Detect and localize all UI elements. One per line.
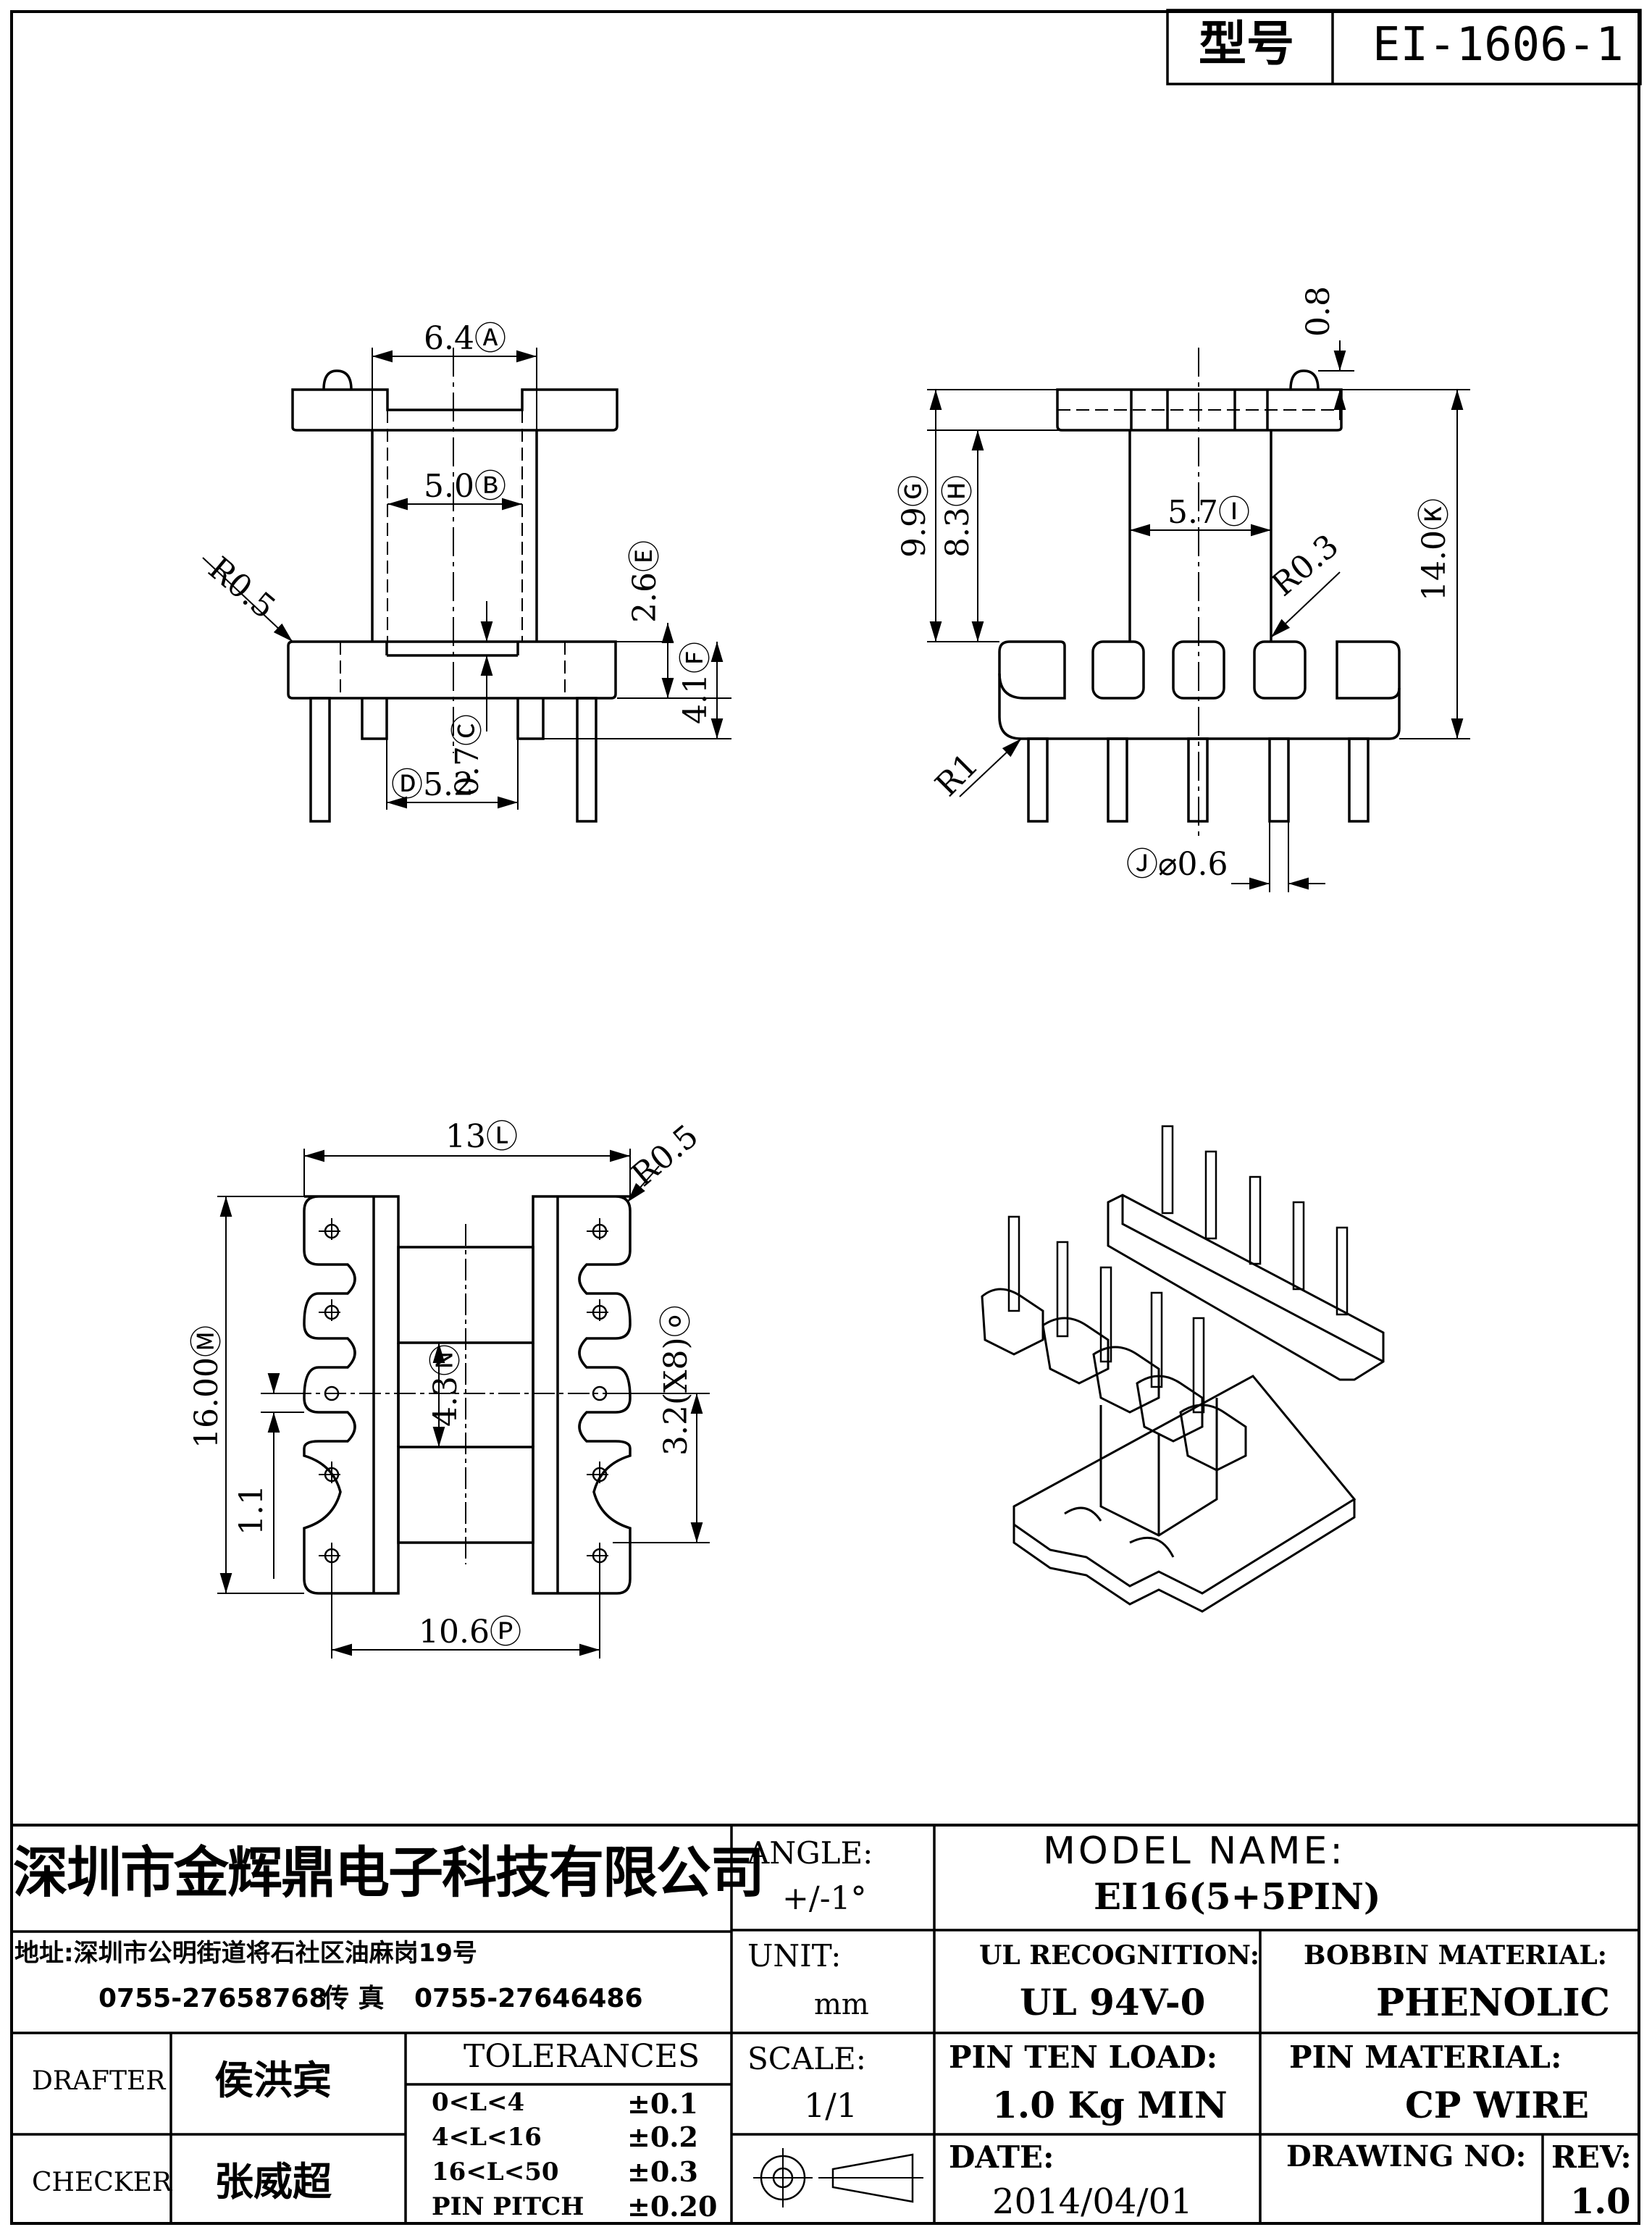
tolerance-range: 16<L<50	[432, 2158, 559, 2186]
tolerance-value: ±0.1	[627, 2087, 698, 2120]
drawing-frame	[10, 10, 1640, 2225]
dim-p11-label: 1.1	[233, 1485, 270, 1535]
dim-p-label: 10.6Ⓟ	[419, 1614, 521, 1651]
date-value: 2014/04/01	[992, 2181, 1193, 2222]
dim-r05-label: R0.5	[201, 550, 282, 626]
pin-material-label: PIN MATERIAL:	[1289, 2039, 1562, 2075]
front-view	[287, 369, 619, 823]
side-view-dimensions	[927, 340, 1470, 892]
dim-r1-label: R1	[928, 746, 986, 803]
dim-b-label: 5.0Ⓑ	[424, 468, 506, 505]
checker-name: 张威超	[214, 2159, 332, 2205]
bobbin-material-label: BOBBIN MATERIAL:	[1304, 1940, 1607, 1971]
dim-k-label: 14.0Ⓚ	[1416, 498, 1453, 601]
model-name-value: EI16(5+5PIN)	[1094, 1875, 1381, 1918]
dim-l-label: 13Ⓛ	[445, 1118, 518, 1155]
dim-m-label: 16.00Ⓜ	[188, 1325, 225, 1448]
front-view-dimensions	[202, 348, 731, 810]
drafter-label: DRAFTER	[32, 2066, 166, 2096]
model-label: 型号	[1199, 16, 1294, 72]
scale-value: 1/1	[804, 2086, 858, 2125]
tolerance-value: ±0.2	[627, 2121, 698, 2153]
rev-label: REV:	[1551, 2139, 1632, 2175]
tolerance-range: 0<L<4	[432, 2088, 525, 2117]
dim-i-label: 5.7Ⓘ	[1167, 494, 1250, 531]
fax-label: 传 真	[323, 1984, 385, 2013]
dim-j-label: Ⓙ⌀0.6	[1126, 846, 1228, 883]
isometric-view	[981, 1125, 1385, 1613]
pin-ten-load-value: 1.0 Kg MIN	[992, 2084, 1228, 2126]
scale-label: SCALE:	[747, 2041, 866, 2076]
tolerance-value: ±0.3	[627, 2155, 698, 2188]
dim-h-label: 8.3Ⓗ	[939, 475, 976, 558]
dim-top08-label: 0.8	[1300, 286, 1337, 337]
header-box	[1166, 9, 1642, 85]
dim-n-label: 4.3Ⓝ	[427, 1344, 464, 1427]
company-address: 地址:深圳市公明街道将石社区油麻岗19号	[14, 1939, 477, 1968]
drafter-name: 侯洪宾	[214, 2058, 332, 2103]
bottom-view-dimensions	[217, 1149, 710, 1659]
model-value: EI-1606-1	[1372, 18, 1624, 72]
pin-ten-load-label: PIN TEN LOAD:	[949, 2039, 1218, 2075]
title-block-grid	[10, 1824, 1640, 2225]
pin-material-value: CP WIRE	[1405, 2084, 1590, 2126]
bobbin-material-value: PHENOLIC	[1376, 1981, 1610, 2025]
dim-d-label: Ⓓ5.2	[391, 766, 474, 803]
company-phone: 0755-27658768	[98, 1984, 327, 2013]
unit-label: UNIT:	[747, 1938, 842, 1974]
tolerance-range: 4<L<16	[432, 2123, 542, 2152]
drawing-no-label: DRAWING NO:	[1286, 2139, 1527, 2173]
company-fax: 0755-27646486	[414, 1984, 643, 2013]
dim-e-label: 2.6Ⓔ	[626, 540, 663, 623]
company-name: 深圳市金辉鼎电子科技有限公司	[13, 1840, 765, 1905]
front-view-hidden-lines	[340, 410, 566, 698]
dim-g-label: 9.9Ⓖ	[896, 475, 933, 558]
unit-value: mm	[814, 1988, 869, 2021]
ul-label: UL RECOGNITION:	[979, 1940, 1259, 1971]
dim-c-label: 0.7Ⓒ	[449, 714, 486, 797]
tolerances-label: TOLERANCES	[464, 2038, 700, 2075]
date-label: DATE:	[949, 2139, 1054, 2175]
angle-value: +/-1°	[782, 1880, 867, 1917]
dim-o-label: 3.2(X8)ⓞ	[658, 1305, 695, 1456]
tolerance-value: ±0.20	[627, 2190, 718, 2223]
tolerance-range: PIN PITCH	[432, 2192, 584, 2221]
bottom-view	[303, 1195, 632, 1595]
dim-r05b-label: R0.5	[624, 1118, 705, 1194]
dim-r03-label: R0.3	[1265, 527, 1346, 603]
checker-label: CHECKER	[32, 2168, 172, 2197]
ul-value: UL 94V-0	[1020, 1981, 1206, 2024]
dim-a-label: 6.4Ⓐ	[424, 320, 506, 357]
angle-label: ANGLE:	[747, 1835, 873, 1871]
model-name-label: MODEL NAME:	[1043, 1829, 1346, 1873]
dim-f-label: 4.1Ⓕ	[677, 642, 714, 724]
rev-value: 1.0	[1570, 2181, 1631, 2222]
bottom-view-centerlines	[290, 1218, 645, 1569]
